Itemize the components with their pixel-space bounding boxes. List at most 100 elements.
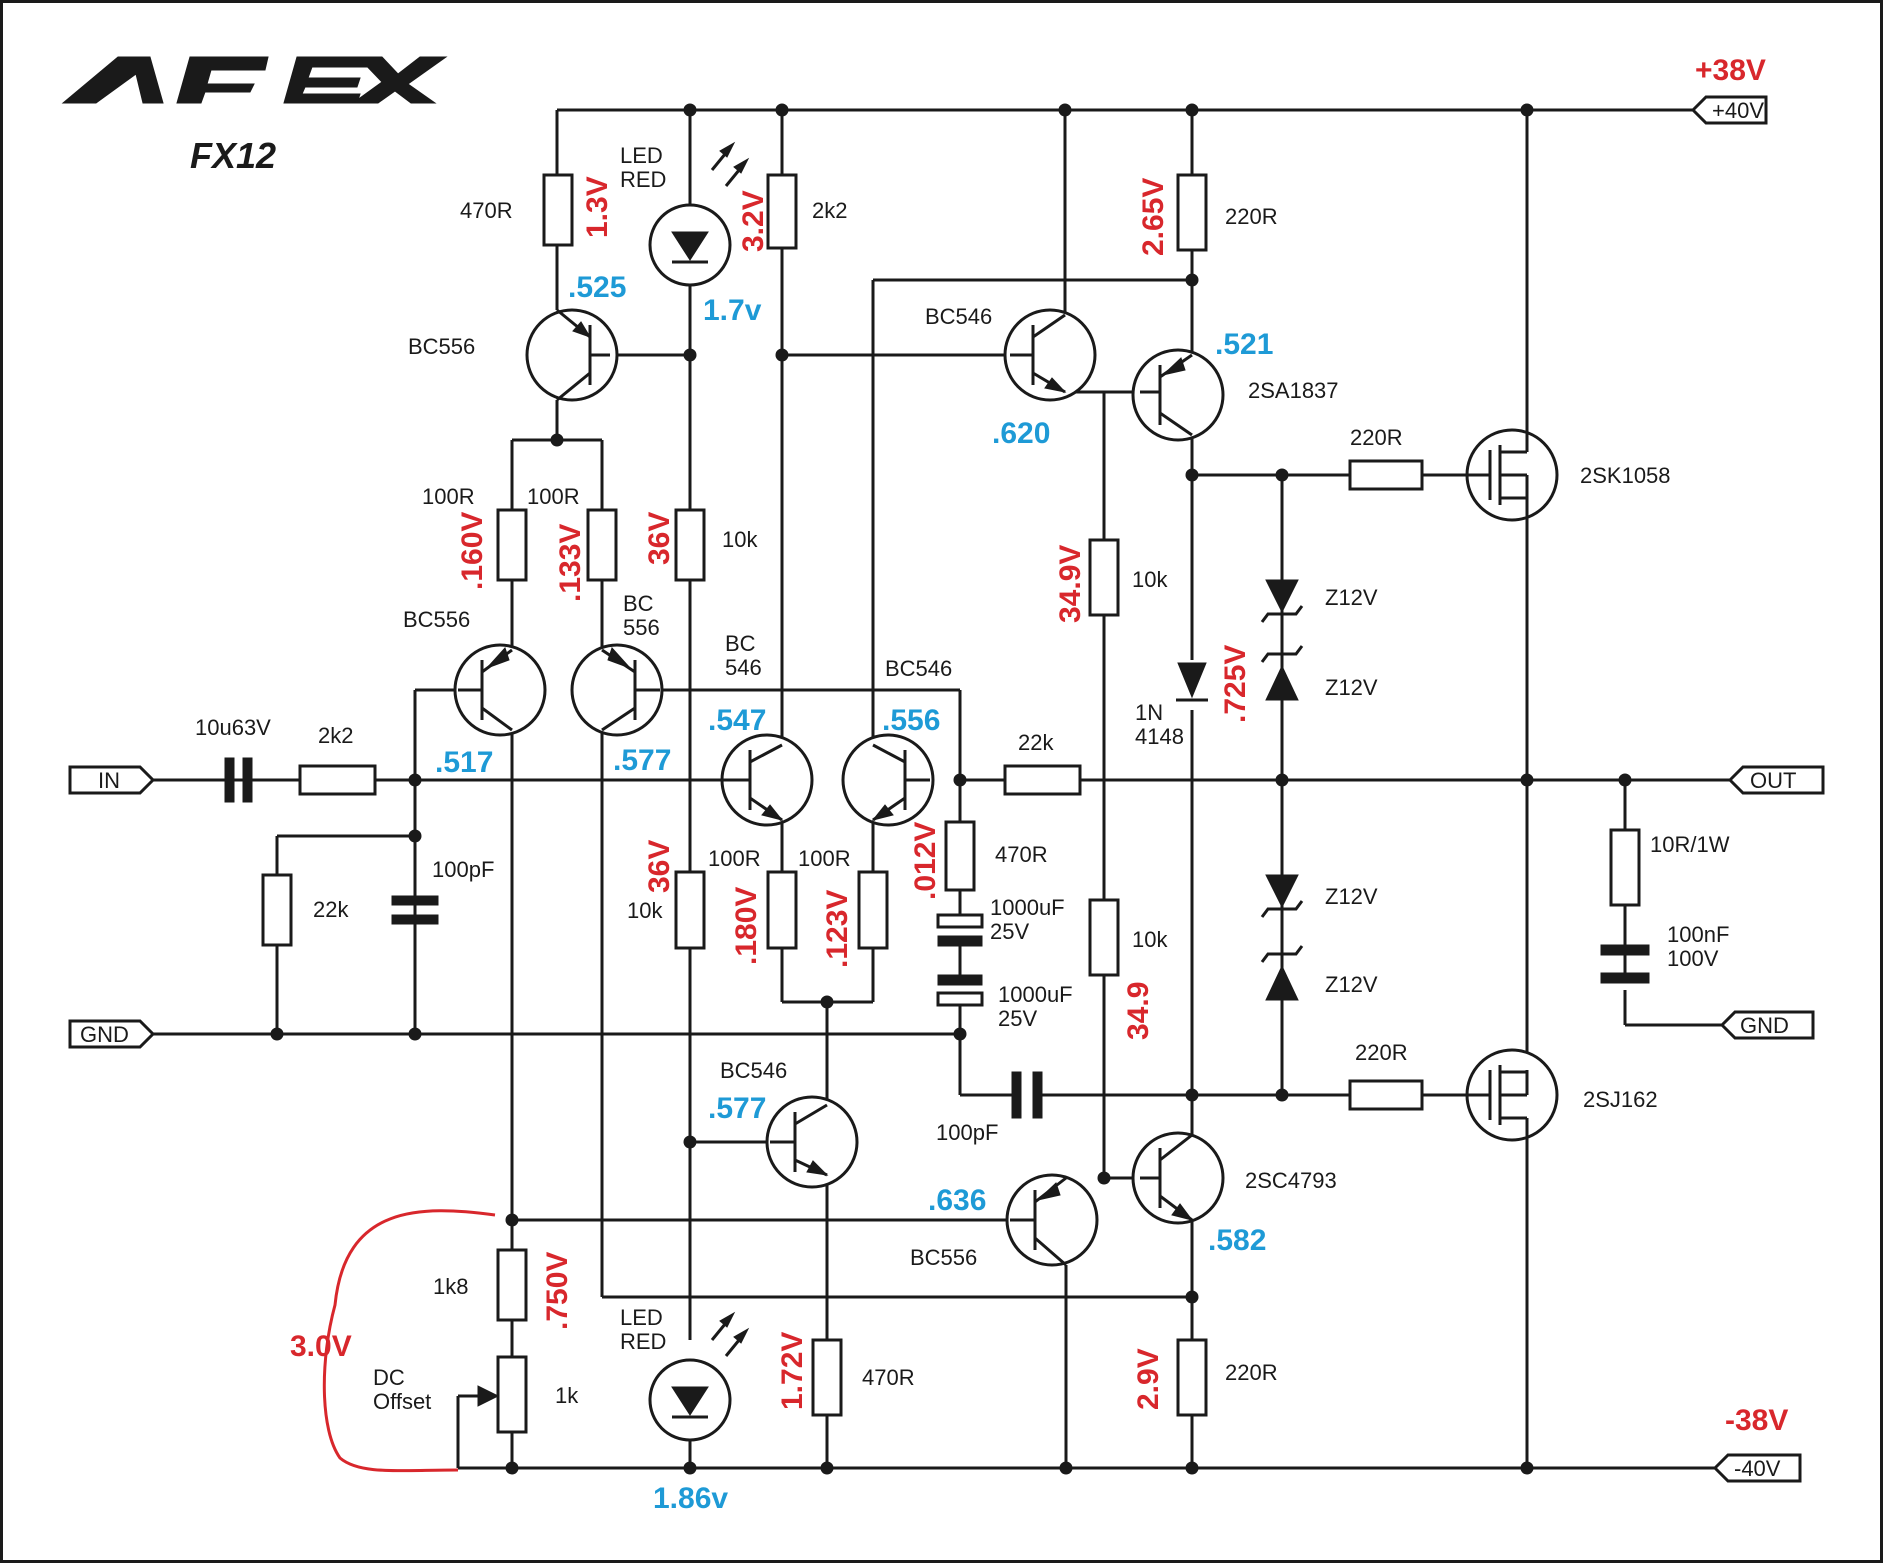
svg-text:.582: .582	[1208, 1224, 1266, 1257]
label-r-gate-bot: 220R	[1355, 1040, 1408, 1065]
resistor-2k2-input	[298, 764, 377, 796]
label-z2: Z12V	[1325, 675, 1378, 700]
transistor-bc546-driver	[1003, 308, 1097, 402]
terminal-gnd-left: GND	[68, 1019, 156, 1049]
label-m-top: 2SK1058	[1580, 463, 1671, 488]
label-pot: 1k	[555, 1383, 579, 1408]
svg-text:+40V: +40V	[1712, 98, 1764, 123]
label-r-470-fb: 470R	[995, 842, 1048, 867]
svg-text:GND: GND	[80, 1022, 129, 1047]
label-r-gate-top: 220R	[1350, 425, 1403, 450]
transistor-bc546-mirror-left	[720, 733, 814, 827]
zener-diodes	[1260, 579, 1304, 1001]
label-r-470-bot: 470R	[862, 1365, 915, 1390]
label-r-10k-mid: 10k	[1132, 567, 1168, 592]
label-z4: Z12V	[1325, 972, 1378, 997]
resistor-10k-bot2	[1088, 898, 1120, 977]
svg-text:36V: 36V	[643, 840, 676, 893]
label-r-220-top: 220R	[1225, 204, 1278, 229]
label-c-in: 10u63V	[195, 715, 271, 740]
led-top	[648, 141, 750, 287]
svg-text:1.86v: 1.86v	[653, 1482, 728, 1515]
resistor-10k-bot	[674, 870, 706, 950]
svg-text:GND: GND	[1740, 1013, 1789, 1038]
svg-text:IN: IN	[98, 768, 120, 793]
resistor-220r-top	[1176, 173, 1208, 252]
svg-text:.620: .620	[992, 417, 1050, 450]
resistor-22k-feedback	[1003, 764, 1082, 796]
resistor-100r-mirror-right	[857, 870, 889, 950]
rail-neg-measured: -38V	[1725, 1404, 1788, 1437]
label-r-led-top: 2k2	[812, 198, 847, 223]
transistor-bc556-input-right	[570, 643, 664, 737]
label-q-drv-bot: BC556	[910, 1245, 977, 1270]
bjt-transistors	[453, 308, 1225, 1267]
label-z1: Z12V	[1325, 585, 1378, 610]
resistor-100r-left	[496, 508, 528, 582]
transistor-bc546-cs	[765, 1095, 859, 1189]
label-r-in: 2k2	[318, 723, 353, 748]
terminal-pos-rail: +40V	[1690, 95, 1768, 125]
transistor-2sa1837	[1131, 348, 1225, 442]
label-r-1k8: 1k8	[433, 1274, 468, 1299]
svg-text:1.3V: 1.3V	[581, 176, 614, 238]
label-q-tail-top: BC556	[408, 334, 475, 359]
apex-logo: FX12	[61, 56, 448, 176]
dc-offset-measurement-arc	[322, 1209, 496, 1473]
terminal-neg-rail: -40V	[1712, 1453, 1802, 1483]
resistor-2k2-led	[766, 173, 798, 250]
label-r-10k-bot: 10k	[627, 898, 663, 923]
mosfet-2sk1058	[1465, 428, 1559, 522]
resistor-220r-gate-top	[1348, 459, 1424, 491]
resistor-100r-mirror-left	[766, 870, 798, 950]
svg-text:.133V: .133V	[554, 524, 587, 602]
pot-wiper-icon	[477, 1385, 500, 1407]
label-q-drv-top: BC546	[925, 304, 992, 329]
transistor-bc556-tail	[525, 308, 619, 402]
label-r-tail-top: 470R	[460, 198, 513, 223]
svg-text:OUT: OUT	[1750, 768, 1796, 793]
measured-voltages-blue: .525 1.7v .521 .620 .517 .577 .547 .556 …	[435, 271, 1273, 1515]
svg-text:.547: .547	[708, 704, 766, 737]
terminal-out: OUT	[1727, 765, 1825, 795]
svg-text:2.65V: 2.65V	[1137, 178, 1170, 256]
transistor-bc556-driver-bot	[1005, 1173, 1099, 1267]
label-q-pnp-top: 2SA1837	[1248, 378, 1339, 403]
resistor-470r-feedback	[944, 820, 976, 892]
resistor-220r-bot	[1176, 1338, 1208, 1417]
resistor-100r-right	[586, 508, 618, 582]
capacitors	[153, 757, 1650, 1119]
svg-text:.521: .521	[1215, 328, 1273, 361]
resistor-22k-gnd	[261, 873, 293, 947]
resistor-10k-mid	[1088, 538, 1120, 617]
label-q-in-left: BC556	[403, 607, 470, 632]
svg-text:.750V: .750V	[541, 1252, 574, 1330]
svg-text:34.9V: 34.9V	[1054, 545, 1087, 623]
label-r-e-mir-left: 100R	[708, 846, 761, 871]
svg-text:.123V: .123V	[821, 890, 854, 968]
svg-text:3.2V: 3.2V	[737, 190, 770, 252]
svg-text:-40V: -40V	[1734, 1456, 1781, 1481]
svg-text:.577: .577	[708, 1092, 766, 1125]
label-c-comp: 100pF	[936, 1120, 998, 1145]
label-q-npn-bot: 2SC4793	[1245, 1168, 1337, 1193]
label-z3: Z12V	[1325, 884, 1378, 909]
label-m-bot: 2SJ162	[1583, 1087, 1658, 1112]
mosfet-2sj162	[1465, 1048, 1559, 1142]
label-q-cs: BC546	[720, 1058, 787, 1083]
diode-1n4148	[1176, 662, 1208, 702]
label-zobel-r: 10R/1W	[1650, 832, 1730, 857]
svg-text:.636: .636	[928, 1184, 986, 1217]
svg-text:34.9: 34.9	[1122, 982, 1155, 1040]
svg-text:.556: .556	[882, 704, 940, 737]
label-r-e-left: 100R	[422, 484, 475, 509]
